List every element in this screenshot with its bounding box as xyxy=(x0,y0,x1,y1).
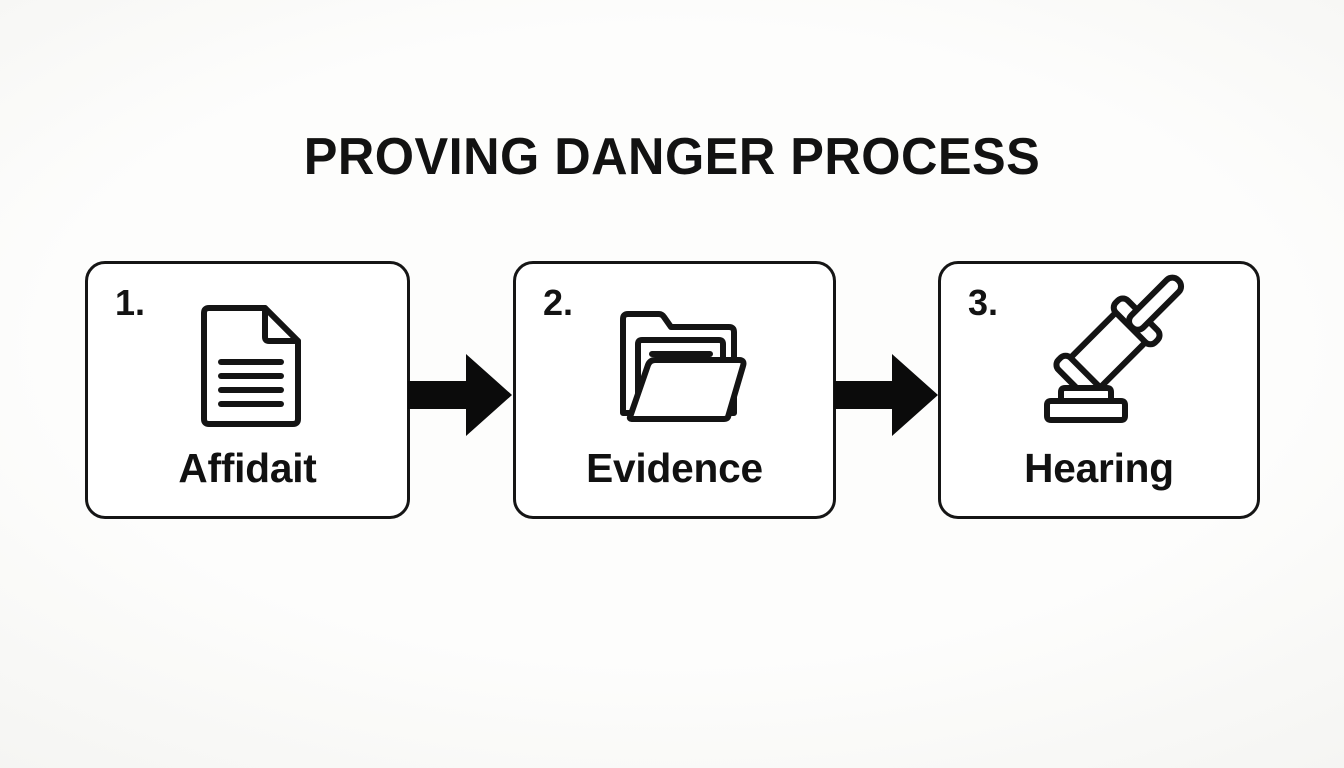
arrow-right-icon-2 xyxy=(834,352,938,438)
step-label-2: Evidence xyxy=(586,445,763,491)
step-label-1: Affidait xyxy=(178,445,317,491)
document-icon xyxy=(88,298,407,432)
step-number-3: 3. xyxy=(968,282,999,323)
step-number-2: 2. xyxy=(543,282,574,323)
process-flow: 1. Affidait xyxy=(85,261,1260,519)
step-number-1: 1. xyxy=(115,282,146,323)
gavel-icon xyxy=(941,274,1257,432)
step-label-3: Hearing xyxy=(1024,445,1174,491)
arrow-right-icon-1 xyxy=(408,352,512,438)
process-step-card-1[interactable]: 1. Affidait xyxy=(85,261,410,519)
process-step-card-2[interactable]: 2. Evidence xyxy=(513,261,836,519)
folder-icon xyxy=(516,298,833,432)
page-title: PROVING DANGER PROCESS xyxy=(303,128,1041,186)
process-step-card-3[interactable]: 3. xyxy=(938,261,1260,519)
